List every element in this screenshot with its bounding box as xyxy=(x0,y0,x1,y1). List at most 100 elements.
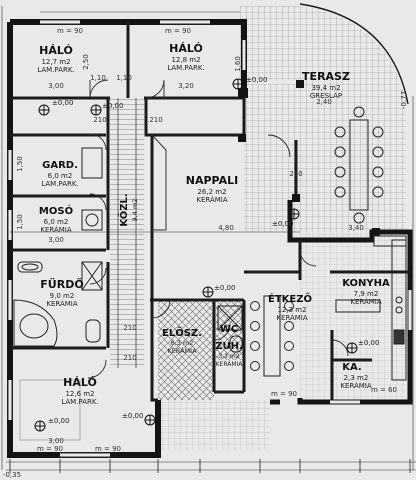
room-halo3-area: 12,6 m2 xyxy=(65,390,94,398)
room-moso-name: MOSÓ xyxy=(39,204,73,217)
room-konyha: KONYHA 7,9 m2 KERÁMIA xyxy=(342,278,390,306)
room-kozl: KÖZL. 9,4 m2 xyxy=(116,193,139,226)
room-halo2-name: HÁLÓ xyxy=(169,42,203,55)
room-furdo-name: FÜRDŐ xyxy=(40,277,83,291)
room-terasz-floor: GRESLAP xyxy=(310,92,342,100)
dining-table xyxy=(250,295,294,377)
dimension-lines xyxy=(1,6,416,471)
room-zuh-name: ZUH. xyxy=(215,341,243,352)
dim-moso-width: 3,00 xyxy=(48,236,64,244)
level-konyha: ±0,00 xyxy=(358,339,379,347)
dim-077: -0,77 xyxy=(400,91,408,109)
room-nappali: NAPPALI 26,2 m2 KERÁMIA xyxy=(186,174,238,204)
room-halo1-area: 12,7 m2 xyxy=(41,58,70,66)
room-gard-floor: LAM.PARK. xyxy=(41,180,78,188)
room-moso: MOSÓ 6,0 m2 KERÁMIA xyxy=(39,204,73,234)
room-terasz-area: 39,4 m2 xyxy=(311,84,340,92)
room-elosz-area: 6,3 m2 xyxy=(171,339,194,347)
bed-outlines xyxy=(19,379,81,441)
room-halo1-floor: LAM.PARK. xyxy=(37,66,74,74)
dim-gard-height: 1,50 xyxy=(16,156,24,172)
room-furdo-floor: KERÁMIA xyxy=(46,299,77,308)
dim-210-d: 210 xyxy=(123,324,136,332)
stair-steps xyxy=(117,98,137,368)
dim-m90-bottom-b: m = 90 xyxy=(95,445,121,453)
level-markers xyxy=(34,78,358,432)
dim-halo2-width: 3,20 xyxy=(178,82,194,90)
level-elosz: ±0,00 xyxy=(214,284,235,292)
terrace-columns xyxy=(238,80,380,236)
room-zuh-area: 3,3 m2 xyxy=(218,353,239,360)
terrace-grid xyxy=(240,6,406,232)
dim-210-e: 210 xyxy=(123,354,136,362)
room-zuh: ZUH. 3,3 m2 KERÁMIA xyxy=(215,341,243,368)
room-halo1: HÁLÓ 12,7 m2 LAM.PARK. xyxy=(37,44,74,74)
room-moso-floor: KERÁMIA xyxy=(40,225,71,234)
room-wc-name: WC xyxy=(220,324,238,335)
bath-fixtures xyxy=(13,261,243,353)
level-nappali: ±0,00 xyxy=(272,220,293,228)
dim-m90-top-a: m = 90 xyxy=(57,27,83,35)
room-moso-area: 6,0 m2 xyxy=(44,218,69,226)
level-labels: ±0,00 ±0,00 ±0,00 ±0,00 ±0,00 ±0,00 ±0,0… xyxy=(48,76,379,425)
room-konyha-floor: KERÁMIA xyxy=(350,297,381,306)
room-kozl-area: 9,4 m2 xyxy=(131,199,139,222)
windows xyxy=(8,20,412,457)
level-halo1: ±0,00 xyxy=(52,99,73,107)
dim-nappali-width: 4,80 xyxy=(218,224,234,232)
room-konyha-area: 7,9 m2 xyxy=(354,290,379,298)
room-etkezo-area: 12,3 m2 xyxy=(277,306,306,314)
terrace-table xyxy=(334,106,384,224)
room-ka-area: 2,3 m2 xyxy=(344,374,369,382)
room-halo3-name: HÁLÓ xyxy=(63,376,97,389)
dim-halo1-width: 3,00 xyxy=(48,82,64,90)
room-gard-name: GARD. xyxy=(42,160,78,171)
room-terasz: TERASZ 39,4 m2 GRESLAP xyxy=(302,70,350,100)
room-nappali-floor: KERÁMIA xyxy=(196,195,227,204)
interior-walls xyxy=(10,22,410,402)
level-kozl: ±0,00 xyxy=(102,102,123,110)
room-halo3-floor: LAM.PARK. xyxy=(61,398,98,406)
room-nappali-name: NAPPALI xyxy=(186,174,238,187)
dim-035: -0,35 xyxy=(3,471,21,479)
room-gard: GARD. 6,0 m2 LAM.PARK. xyxy=(41,160,78,188)
nappali-step xyxy=(151,134,167,231)
room-etkezo: ÉTKEZŐ 12,3 m2 KERÁMIA xyxy=(268,291,312,322)
dim-160: 1,60 xyxy=(234,56,242,72)
room-etkezo-floor: KERÁMIA xyxy=(276,313,307,322)
kitchen-grid xyxy=(300,232,406,402)
room-elosz-name: ELŐSZ. xyxy=(162,325,202,339)
dim-m90-top-b: m = 90 xyxy=(165,27,191,35)
room-wc: WC xyxy=(220,324,238,335)
door-swings xyxy=(87,79,349,379)
room-terasz-name: TERASZ xyxy=(302,70,350,83)
entry-hatch xyxy=(158,300,214,400)
room-ka: KA. 2,3 m2 KERÁMIA xyxy=(340,362,371,390)
dim-110-a: 1,10 xyxy=(90,74,106,82)
room-etkezo-name: ÉTKEZŐ xyxy=(268,291,312,305)
window-lines xyxy=(7,19,413,458)
level-halo3: ±0,00 xyxy=(48,417,69,425)
room-konyha-name: KONYHA xyxy=(342,278,390,289)
room-halo2: HÁLÓ 12,8 m2 LAM.PARK. xyxy=(167,42,204,72)
room-furdo-area: 9,0 m2 xyxy=(50,292,75,300)
dim-door-a: 210 xyxy=(93,116,106,124)
dim-m90-etkezo: m = 90 xyxy=(271,390,297,398)
laundry xyxy=(81,147,103,231)
dim-240: 2,40 xyxy=(316,98,332,106)
kitchen-counter xyxy=(335,235,407,381)
room-halo1-name: HÁLÓ xyxy=(39,44,73,57)
level-terasz: ±0,00 xyxy=(246,76,267,84)
room-ka-floor: KERÁMIA xyxy=(340,381,371,390)
room-elosz-floor: KERÁMIA xyxy=(167,346,197,355)
dim-halo3-width: 3,00 xyxy=(48,437,64,445)
dimension-labels: 3,00 3,20 3,00 4,80 3,40 3,00 210 210 1,… xyxy=(3,27,408,479)
dim-210-c: 210 xyxy=(289,170,302,178)
dimension-ticks xyxy=(9,459,411,473)
dim-terrace-width: 3,40 xyxy=(348,224,364,232)
room-furdo: FÜRDŐ 9,0 m2 KERÁMIA xyxy=(40,277,83,308)
room-halo3: HÁLÓ 12,6 m2 LAM.PARK. xyxy=(61,376,98,406)
room-halo2-area: 12,8 m2 xyxy=(171,56,200,64)
corridor-hatch xyxy=(110,98,144,368)
room-ka-name: KA. xyxy=(342,362,361,373)
